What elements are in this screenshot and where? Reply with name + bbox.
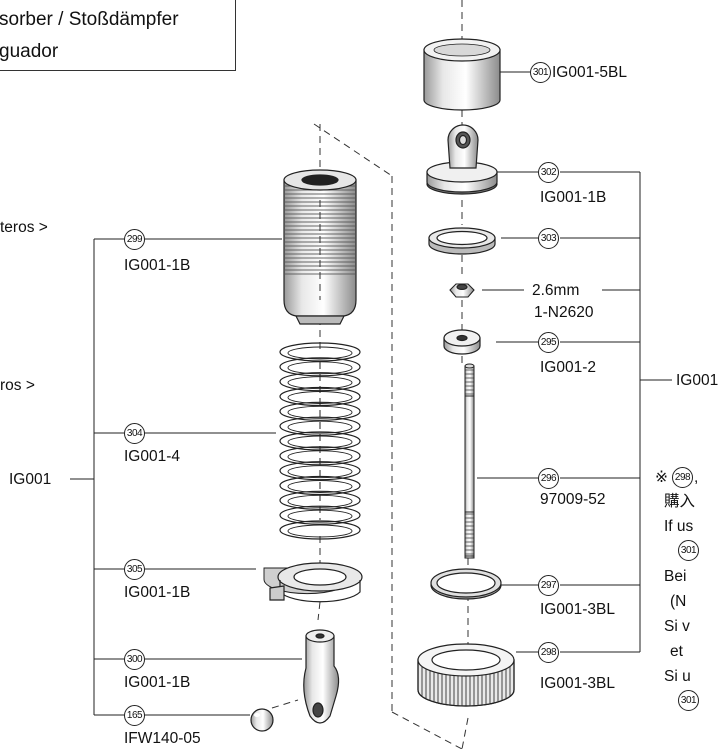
part-number-303: 303 [538,228,559,249]
part-code-298: IG001-3BL [540,675,615,692]
left-group-label: IG001 [9,471,52,488]
note-line-2: 購入 [664,493,696,510]
fragment-label-ros: ros > [0,377,35,394]
right-leader-lines [477,71,672,653]
nut-size-label: 2.6mm [532,282,580,299]
shock-cap-301 [423,38,501,111]
note-part-number-301-a: 301 [678,540,699,561]
lower-rod-end-300 [303,629,340,724]
title-line-2: guador [0,41,59,62]
shock-shaft-296 [464,363,475,559]
note-line-8: et [670,643,683,660]
spring-coil-inner [287,480,353,493]
spring-coil [279,520,361,540]
hex-nut [449,283,475,298]
right-group-label: IG001 [676,372,719,389]
part-code-302: IG001-1B [540,189,607,206]
note-marker: ※ [655,469,668,486]
assembly-centerlines [271,0,469,749]
fragment-label-teros: teros > [0,219,48,236]
spring-coil-inner [287,524,353,538]
spring-coil-inner [287,405,353,419]
part-number-305: 305 [124,559,145,580]
piston-295 [443,329,481,355]
part-number-295: 295 [538,332,559,353]
note-line-7: Si v [664,618,690,635]
pivot-ball-165 [250,708,274,732]
part-number-302: 302 [538,162,559,183]
part-number-299: 299 [124,229,145,250]
note-line-5: Bei [664,568,687,585]
part-number-301: 301 [530,62,551,83]
part-number-165: 165 [124,705,145,726]
left-leader-lines [70,238,302,716]
spring-coil-inner [287,346,353,360]
part-number-298: 298 [538,642,559,663]
part-code-299: IG001-1B [124,257,191,274]
spring-collar-305 [263,562,363,603]
spring-coil-inner [287,361,353,375]
note-line-9: Si u [664,668,691,685]
note-part-number-301-b: 301 [678,690,699,711]
title-line-1: sorber / Stoßdämpfer [0,9,179,30]
part-code-301: IG001-5BL [552,64,627,81]
part-number-304: 304 [124,423,145,444]
part-number-296: 296 [538,468,559,489]
part-code-300: IG001-1B [124,674,191,691]
shock-body-299 [283,169,357,325]
part-number-300: 300 [124,649,145,670]
part-code-296: 97009-52 [540,491,606,508]
nut-code-label: 1-N2620 [534,304,594,321]
part-number-297: 297 [538,575,559,596]
o-ring-297 [430,568,502,600]
note-line-3: If us [664,518,694,535]
title-box: sorber / Stoßdämpfer guador [0,0,236,71]
lock-nut-298 [417,643,515,707]
note-comma: , [694,469,699,486]
spring-coil [279,342,361,362]
part-code-295: IG001-2 [540,359,597,376]
part-code-165: IFW140-05 [124,730,201,747]
spring-coil-inner [287,420,353,434]
note-part-number-298: 298 [672,467,693,488]
part-code-304: IG001-4 [124,448,181,465]
coil-spring-304 [279,342,361,540]
part-code-305: IG001-1B [124,584,191,601]
part-code-297: IG001-3BL [540,601,615,618]
spring-coil-inner [287,465,353,479]
rod-end-302 [426,124,498,195]
note-line-6: (N [670,593,687,610]
o-ring-303 [428,227,496,255]
